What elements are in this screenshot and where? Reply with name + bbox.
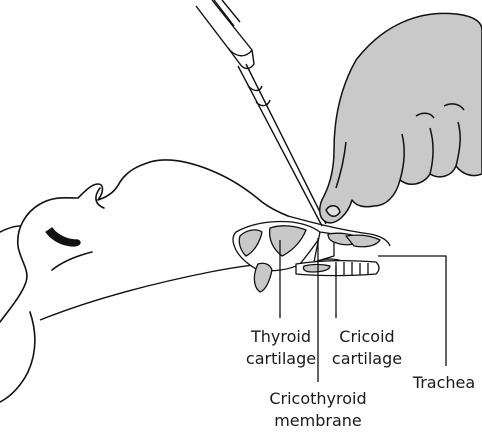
cricothyroid-label-line2: membrane [254,410,382,432]
larynx [233,216,390,292]
palpating-hand [320,13,482,222]
syringe-plunger [214,0,240,26]
syringe-hub [228,48,254,69]
trachea-label: Trachea [406,372,482,394]
thyroid-cartilage-label: Thyroid cartilage [228,326,334,370]
cricoid-label-line2: cartilage [322,348,412,370]
thyroid-label-line2: cartilage [228,348,334,370]
cricoid-cartilage-label: Cricoid cartilage [322,326,412,370]
syringe [196,0,326,226]
eye-icon [46,228,80,246]
cricothyroid-membrane-label: Cricothyroid membrane [254,388,382,432]
cricoid-label-line1: Cricoid [322,326,412,348]
thyroid-label-line1: Thyroid [228,326,334,348]
syringe-barrel [196,0,252,56]
cheek-line [52,252,92,270]
forehead-line [0,226,20,232]
cricothyroid-label-line1: Cricothyroid [254,388,382,410]
hand-fill [320,13,482,222]
chin-line [0,312,35,402]
hyoid-bar [254,263,272,292]
trachea-label-text: Trachea [406,372,482,394]
trachea-cartilage-fill [303,265,330,273]
